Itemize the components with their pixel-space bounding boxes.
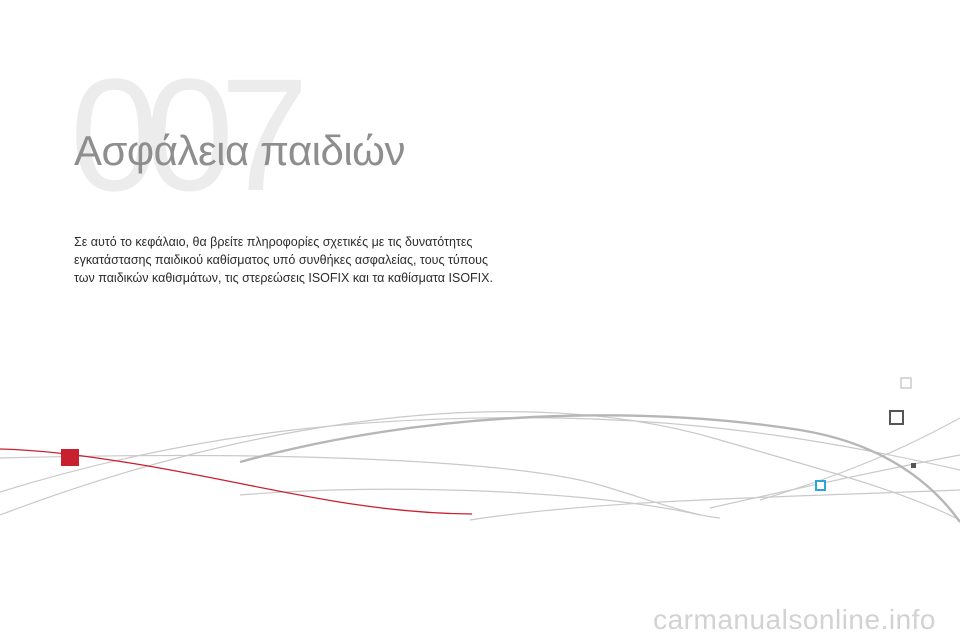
- curve-red: [0, 448, 473, 515]
- curve-gray-3: [0, 454, 721, 519]
- curve-gray-1: [0, 411, 960, 521]
- red-square-marker: [61, 449, 79, 466]
- blue-square-marker: [815, 480, 826, 491]
- curve-gray-6: [239, 488, 701, 516]
- curve-gray-2: [0, 417, 960, 493]
- chapter-intro-text: Σε αυτό το κεφάλαιο, θα βρείτε πληροφορί…: [74, 235, 493, 285]
- dark-square-dot: [911, 463, 916, 468]
- curve-gray-bold: [239, 414, 960, 523]
- curve-gray-7: [709, 454, 960, 509]
- light-square-outline: [900, 377, 912, 389]
- curve-gray-4: [469, 489, 960, 521]
- chapter-number: 007: [70, 45, 309, 224]
- dark-square-outline: [889, 410, 904, 425]
- watermark-text: carmanualsonline.info: [653, 604, 936, 635]
- chapter-title: Ασφάλεια παιδιών: [74, 127, 405, 174]
